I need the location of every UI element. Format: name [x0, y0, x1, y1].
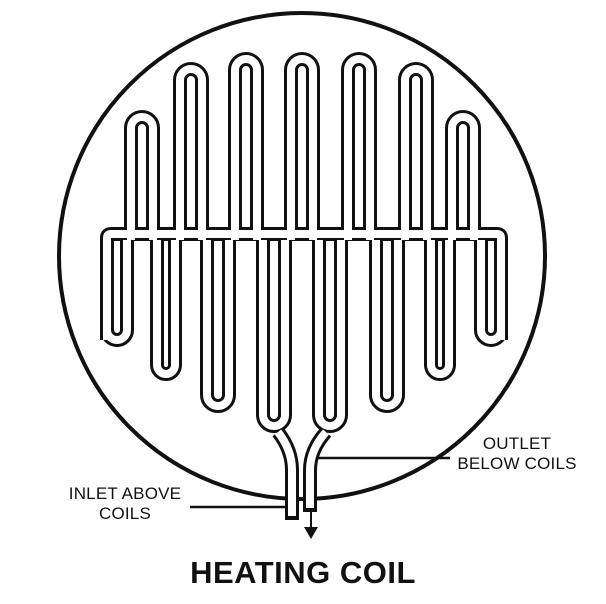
inlet-label-line1: INLET ABOVE — [68, 484, 182, 503]
inlet-label: INLET ABOVE COILS — [60, 484, 190, 524]
diagram-title: HEATING COIL — [190, 555, 416, 590]
coil-tube — [107, 59, 501, 520]
outlet-label-line2: BELOW COILS — [457, 454, 577, 473]
coil-outline — [107, 59, 501, 520]
coil-inner — [107, 59, 501, 520]
outlet-label: OUTLET BELOW COILS — [452, 434, 582, 474]
inlet-stem-cap — [285, 516, 299, 520]
inlet-label-line2: COILS — [98, 504, 152, 523]
housing-circle — [57, 11, 547, 501]
arrow-down-icon — [304, 512, 318, 539]
outlet-label-line1: OUTLET — [482, 434, 552, 453]
outlet-stem-cap — [303, 508, 317, 512]
